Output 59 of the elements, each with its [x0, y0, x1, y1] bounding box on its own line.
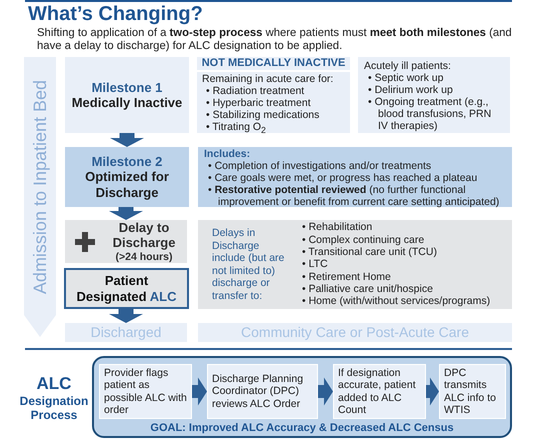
block-arrow — [109, 309, 143, 323]
bullet-item: • Delirium work up — [368, 84, 454, 96]
bullet-item: • Completion of investigations and/or treatments — [208, 160, 432, 172]
destinations-box — [198, 220, 512, 309]
box-heading: Milestone 1 — [92, 80, 162, 95]
block-arrow — [426, 378, 439, 406]
step-text: Provider flags patient as possible ALC with order — [104, 366, 187, 416]
box-heading: Discharged — [90, 324, 162, 341]
bullet-item: • Stabilizing medications — [206, 109, 320, 121]
bullet-item: • Titrating O$_{2}$ — [206, 121, 267, 136]
block-arrow — [192, 378, 207, 406]
block-arrow — [110, 133, 144, 147]
step-text: Discharge Planning Coordinator (DPC) reviews ALC Order — [212, 372, 304, 410]
box-heading: Delay to Discharge — [112, 220, 176, 251]
result-text: Patient Designated — [76, 272, 148, 304]
list-heading: Remaining in acute care for: — [202, 73, 334, 85]
list-heading: Includes: — [204, 148, 252, 160]
process-step-box — [439, 364, 506, 419]
bullet-item: • Retirement Home — [302, 270, 392, 283]
box-heading: NOT MEDICALLY INACTIVE — [202, 57, 346, 70]
box-text: Medically Inactive — [72, 95, 182, 110]
subtitle-text: Shifting to application of a two-step process where patients must meet both milestones (and have a delay to discharge) for ALC designation to be applied. — [37, 27, 513, 53]
intro-text: Delays in Discharge include (but are not limited to) discharge or transfer to: — [212, 227, 286, 302]
step-text: If designation accurate, patient added to ALC Count — [338, 366, 417, 416]
step-text: DPC transmits ALC info to WTIS — [444, 366, 497, 416]
milestone-box — [65, 57, 189, 133]
goal-text: GOAL: Improved ALC Accuracy & Decreased ALC Census — [149, 422, 455, 435]
title: What’s Changing? — [28, 3, 203, 25]
bullet-item: • Ongoing treatment (e.g., blood transfusions, PRN IV therapies) — [368, 96, 492, 132]
band-label: Admission to Inpatient Bed — [30, 78, 50, 296]
criteria-box — [198, 147, 512, 207]
box-heading: Community Care or Post-Acute Care — [241, 324, 469, 341]
box-text: (>24 hours) — [116, 250, 172, 264]
bullet-item: • LTC — [302, 258, 329, 271]
bullet-item: • Rehabilitation — [302, 221, 374, 234]
result-term: ALC — [148, 288, 176, 304]
bullet-item: • Palliative care unit/hospice — [302, 282, 434, 296]
box-heading: Milestone 2 — [92, 154, 162, 170]
list-heading: Acutely ill patients: — [364, 60, 452, 72]
box-text: Optimized for Discharge — [84, 169, 170, 200]
block-arrow — [318, 378, 333, 406]
result-box — [64, 268, 189, 309]
process-step-box — [333, 364, 426, 419]
bullet-item: • Complex continuing care — [302, 234, 426, 246]
bullet-item: • Transitional care unit (TCU) — [302, 246, 438, 258]
bullet-item: • Radiation treatment — [206, 85, 306, 97]
step-box — [65, 220, 187, 263]
bullet-item: • Hyperbaric treatment — [206, 97, 312, 109]
bullet-item: • Septic work up — [368, 72, 444, 84]
process-panel — [92, 356, 512, 438]
bullet-item: • Restorative potential reviewed (no further functional improvement or benefit from current care setting anticipated) — [208, 184, 500, 208]
block-arrow — [109, 207, 143, 220]
bullet-item: • Care goals were met, or progress has reached a plateau — [208, 172, 478, 184]
side-subheading: Designation Process — [18, 394, 90, 422]
outcome-box — [65, 323, 187, 342]
milestone-box — [65, 147, 189, 207]
process-step-box — [207, 364, 318, 419]
side-heading: ALC — [36, 374, 72, 394]
bullet-item: • Home (with/without services/programs) — [302, 295, 490, 308]
